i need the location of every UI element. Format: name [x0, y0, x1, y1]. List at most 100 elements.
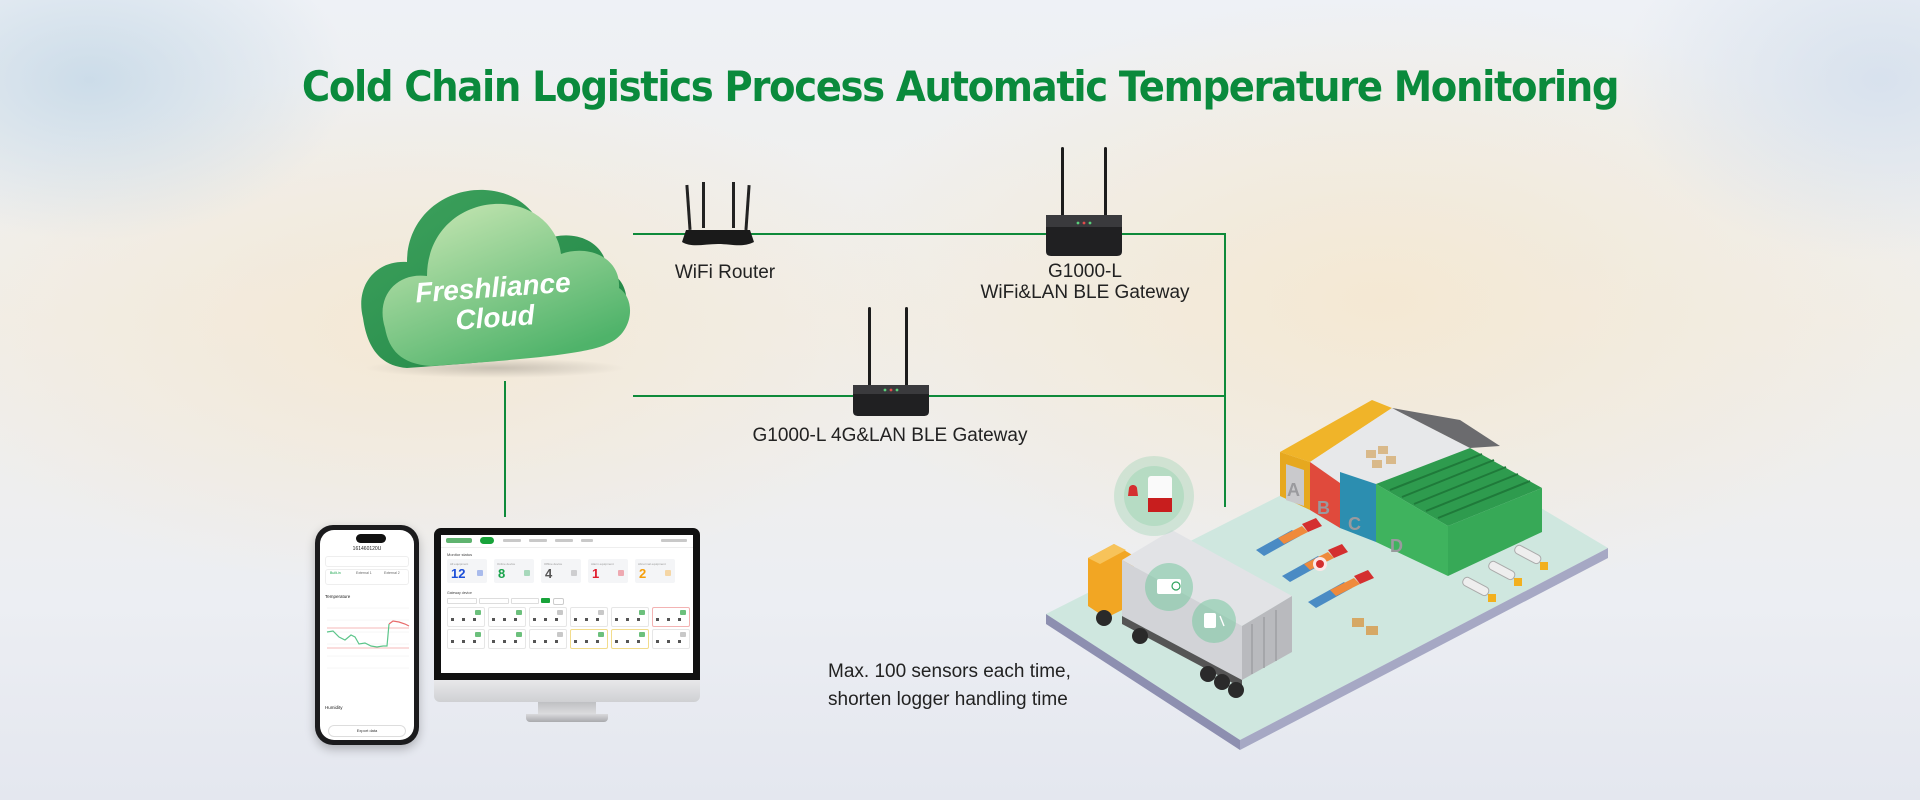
- gateway-card[interactable]: [611, 607, 649, 627]
- gateway-card[interactable]: [652, 607, 690, 627]
- stat-value: 4: [545, 566, 553, 581]
- filter-select[interactable]: [511, 598, 539, 604]
- gateway-card[interactable]: [611, 629, 649, 649]
- gateway-card-stats: [492, 618, 522, 621]
- phone-temperature-heading: Temperature: [325, 594, 351, 599]
- connector-line-cloud-vertical: [504, 381, 506, 517]
- gateway-card-stats: [656, 618, 686, 621]
- nav-item[interactable]: [555, 539, 573, 542]
- user-menu[interactable]: [661, 539, 687, 542]
- stat-value: 1: [592, 566, 600, 581]
- gateway-icon: [598, 632, 604, 637]
- filter-input[interactable]: [447, 598, 477, 604]
- stat-label: All equipment: [450, 562, 469, 566]
- phone-tab-external1[interactable]: External 1: [356, 571, 372, 575]
- gateway-card[interactable]: [529, 607, 567, 627]
- sensor-badge: [1192, 599, 1236, 643]
- nav-item[interactable]: [581, 539, 593, 542]
- gateway-wifi-lan[interactable]: [1042, 145, 1126, 257]
- gateway-heading: Gateway device: [447, 591, 472, 595]
- cloud-label: Freshliance Cloud: [407, 267, 581, 339]
- warning-icon: [665, 570, 671, 576]
- gateway-card-stats: [615, 640, 645, 643]
- gateway-icon: [680, 610, 686, 615]
- reefer-truck: [1088, 530, 1292, 698]
- bay-label-a: A: [1287, 480, 1300, 500]
- filter-input[interactable]: [479, 598, 509, 604]
- temperature-series-alarm: [388, 620, 410, 627]
- gateway-card-stats: [533, 640, 563, 643]
- gateway-card[interactable]: [447, 629, 485, 649]
- gateway-card[interactable]: [570, 607, 608, 627]
- freshliance-cloud[interactable]: Freshliance Cloud: [345, 178, 635, 378]
- gateway-card-stats: [615, 618, 645, 621]
- gateway-card-stats: [533, 618, 563, 621]
- gateway-4g-lan[interactable]: [849, 305, 933, 417]
- stat-card-offline[interactable]: Offline device 4: [541, 559, 581, 583]
- truck-icon: [1282, 544, 1348, 582]
- gateway-card[interactable]: [447, 607, 485, 627]
- gateway-card-stats: [656, 640, 686, 643]
- sensor-icon: [1204, 613, 1216, 628]
- temperature-logger-icon: [1157, 579, 1181, 594]
- alarm-icon: [618, 570, 624, 576]
- gateway-card[interactable]: [529, 629, 567, 649]
- phone-export-button[interactable]: Export data: [328, 725, 406, 737]
- phone-notch: [356, 534, 386, 543]
- truck-icon: [1256, 518, 1322, 556]
- stat-label: Offline device: [544, 562, 563, 566]
- stat-card-alarm[interactable]: Alarm equipment 1: [588, 559, 628, 583]
- phone-tab-builtin[interactable]: Built-in: [330, 571, 341, 575]
- phone-date-bar: [325, 556, 409, 567]
- gateway-card[interactable]: [570, 629, 608, 649]
- device-icon: [477, 570, 483, 576]
- gateway-wifi-lan-type: WiFi&LAN BLE Gateway: [980, 282, 1190, 303]
- gateway-4g-lan-label: G1000-L 4G&LAN BLE Gateway: [752, 425, 1028, 446]
- phone-humidity-heading: Humidity: [325, 705, 343, 710]
- dashboard-logo: [446, 538, 472, 543]
- caption-line1: Max. 100 sensors each time,: [828, 661, 1071, 682]
- dashboard-heading: Monitor status: [447, 552, 473, 557]
- gateway-icon: [516, 632, 522, 637]
- alarm-siren-badge: [1114, 456, 1194, 536]
- gateway-card-stats: [451, 640, 481, 643]
- gateway-card[interactable]: [652, 629, 690, 649]
- stat-value: 2: [639, 566, 647, 581]
- gateway-card[interactable]: [488, 629, 526, 649]
- phone-sensor-tabs: Built-in External 1 External 2: [325, 569, 409, 585]
- wifi-router[interactable]: [672, 180, 762, 252]
- stat-value: 12: [451, 566, 466, 581]
- gateway-card[interactable]: [488, 607, 526, 627]
- phone-tab-external2[interactable]: External 2: [384, 571, 400, 575]
- gateway-icon: [680, 632, 686, 637]
- connector-line-right-vertical: [1224, 233, 1226, 507]
- nav-item[interactable]: [529, 539, 547, 542]
- mobile-app-phone[interactable]: 161460120U Built-in External 1 External …: [315, 525, 419, 745]
- dashboard-filter-bar: [447, 598, 567, 605]
- stat-card-online[interactable]: Online device 8: [494, 559, 534, 583]
- gateway-icon: [598, 610, 604, 615]
- reset-button[interactable]: [553, 598, 564, 605]
- truck-icon: [1308, 570, 1374, 608]
- stat-label: Online device: [497, 562, 516, 566]
- gateway-card-stats: [574, 618, 604, 621]
- nav-item-active[interactable]: [480, 537, 494, 544]
- bay-label-d: D: [1390, 536, 1403, 556]
- stat-label: Abnormal equipment: [638, 562, 666, 566]
- web-dashboard-monitor[interactable]: Monitor status All equipment 12 Online d…: [434, 528, 700, 722]
- stat-card-abnormal[interactable]: Abnormal equipment 2: [635, 559, 675, 583]
- nav-item[interactable]: [503, 539, 521, 542]
- cloud-icon: [361, 189, 631, 378]
- gateway-card-stats: [492, 640, 522, 643]
- warehouse-icon: A B C D: [1280, 400, 1542, 576]
- offline-icon: [571, 570, 577, 576]
- wifi-router-icon: [682, 182, 754, 246]
- alarm-siren-icon: [1128, 485, 1138, 496]
- gateway-icon: [557, 610, 563, 615]
- gateway-icon: [516, 610, 522, 615]
- alarm-siren-icon: [1316, 560, 1324, 568]
- stat-card-all[interactable]: All equipment 12: [447, 559, 487, 583]
- search-button[interactable]: [541, 598, 550, 603]
- cold-chain-scene: A B C D: [1030, 380, 1630, 760]
- gateway-card-stats: [451, 618, 481, 621]
